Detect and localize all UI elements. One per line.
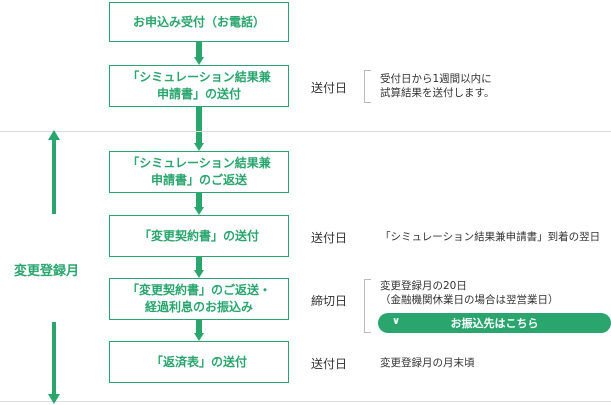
- step-simulation-send: 「シミュレーション結果兼 申請書」の送付: [109, 65, 289, 107]
- step-label: 「返済表」の送付: [150, 354, 247, 369]
- date-label: 送付日: [311, 357, 348, 371]
- step-simulation-return: 「シミュレーション結果兼 申請書」のご返送: [109, 151, 289, 193]
- divider: [0, 131, 611, 132]
- step-contract-send: 「変更契約書」の送付: [109, 215, 289, 257]
- divider: [0, 401, 611, 402]
- step-label: 申請書」の送付: [156, 87, 241, 101]
- bank-account-button[interactable]: ∨ お振込先はこちら: [378, 313, 611, 333]
- date-label: 送付日: [311, 81, 348, 95]
- date-label: 締切日: [311, 294, 348, 308]
- step-label: 「シミュレーション結果兼: [127, 156, 271, 170]
- step-label: 申請書」のご返送: [150, 173, 247, 187]
- timeline-bar: [52, 139, 56, 214]
- detail-text: 受付日から1週間以内に 試算結果を送付します。: [380, 72, 494, 100]
- arrow-down-icon: [48, 394, 60, 404]
- detail-line: 「シミュレーション結果兼申請書」到着の翌日: [380, 231, 601, 243]
- step-schedule-send: 「返済表」の送付: [109, 341, 289, 383]
- month-label: 変更登録月: [14, 264, 80, 279]
- chevron-down-icon: ∨: [392, 316, 401, 327]
- timeline-bar: [52, 322, 56, 395]
- detail-line: 受付日から1週間以内に: [380, 73, 492, 85]
- step-label: 「変更契約書」のご返送・: [126, 283, 271, 297]
- step-label: 「シミュレーション結果兼: [127, 70, 271, 84]
- step-label: お申込み受付（お電話）: [132, 14, 265, 29]
- step-label: 経過利息のお振込み: [144, 300, 253, 314]
- detail-line: 変更登録月の月末頃: [380, 357, 475, 369]
- date-label: 送付日: [311, 231, 348, 245]
- detail-line: （金融機関休業日の場合は翌営業日）: [380, 294, 559, 306]
- detail-line: 変更登録月の20日: [380, 280, 467, 292]
- step-contract-return: 「変更契約書」のご返送・ 経過利息のお振込み: [109, 278, 289, 320]
- arrow-up-icon: [48, 130, 60, 140]
- detail-text: 変更登録月の月末頃: [380, 356, 475, 370]
- detail-text: 「シミュレーション結果兼申請書」到着の翌日: [380, 230, 600, 244]
- detail-text: 変更登録月の20日 （金融機関休業日の場合は翌営業日）: [380, 279, 559, 307]
- step-label: 「変更契約書」の送付: [138, 228, 259, 243]
- step-application: お申込み受付（お電話）: [109, 2, 289, 42]
- bracket: [364, 279, 371, 333]
- bracket: [364, 70, 371, 103]
- detail-line: 試算結果を送付します。: [380, 87, 495, 99]
- bank-button-label: お振込先はこちら: [450, 317, 539, 330]
